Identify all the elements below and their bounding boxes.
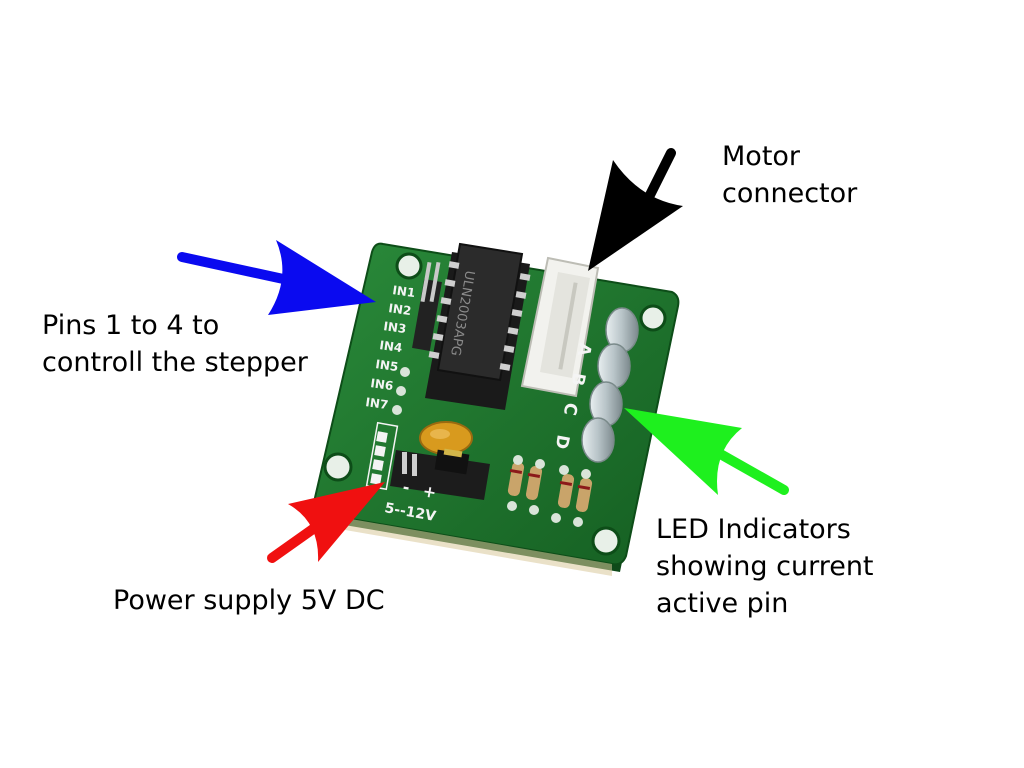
led-label: C	[559, 401, 581, 417]
callout-line: showing current	[656, 551, 874, 582]
input-header-pins	[392, 261, 442, 415]
motor-connector	[520, 256, 600, 398]
input-label: IN1	[392, 283, 417, 300]
power-arrow	[267, 482, 385, 563]
power-supply-callout: Power supply 5V DC	[113, 582, 385, 619]
input-pin-labels: IN1 IN2 IN3 IN4 IN5 IN6 IN7	[365, 283, 417, 412]
input-label: IN2	[388, 301, 413, 318]
mounting-holes	[323, 252, 667, 556]
resistors	[507, 455, 593, 527]
power-minus-label: -	[401, 477, 411, 497]
ic-chip: ULN2003APG	[425, 242, 531, 410]
callout-line: Pins 1 to 4 to	[42, 310, 220, 341]
led-label: A	[573, 341, 595, 358]
led-indicators-callout: LED Indicators showing current active pi…	[656, 511, 874, 622]
callout-line: Motor	[722, 141, 801, 172]
input-label: IN4	[379, 338, 404, 355]
led-labels: A B C D	[551, 341, 595, 450]
input-label: IN6	[370, 376, 395, 393]
callout-line: Power supply 5V DC	[113, 585, 385, 616]
callout-line: controll the stepper	[42, 347, 308, 378]
driver-board: IN1 IN2 IN3 IN4 IN5 IN6 IN7	[312, 242, 680, 576]
input-label: IN5	[375, 357, 400, 374]
input-pins-callout: Pins 1 to 4 to controll the stepper	[42, 307, 308, 381]
motor-arrow	[588, 148, 683, 271]
motor-connector-callout: Motor connector	[722, 138, 857, 212]
callout-line: LED Indicators	[656, 514, 851, 545]
led-label: D	[551, 433, 573, 450]
capacitor	[419, 421, 473, 455]
callout-line: connector	[722, 178, 858, 209]
silkscreen-chinese	[365, 421, 399, 491]
power-plus-label: +	[421, 481, 438, 502]
led-indicators	[581, 307, 639, 463]
led-label: B	[567, 371, 589, 387]
callout-line: active pin	[656, 588, 789, 619]
power-header	[390, 448, 490, 500]
input-label: IN7	[365, 395, 390, 412]
pins-arrow	[177, 240, 376, 315]
led-arrow	[624, 408, 789, 495]
input-label: IN3	[383, 319, 408, 336]
